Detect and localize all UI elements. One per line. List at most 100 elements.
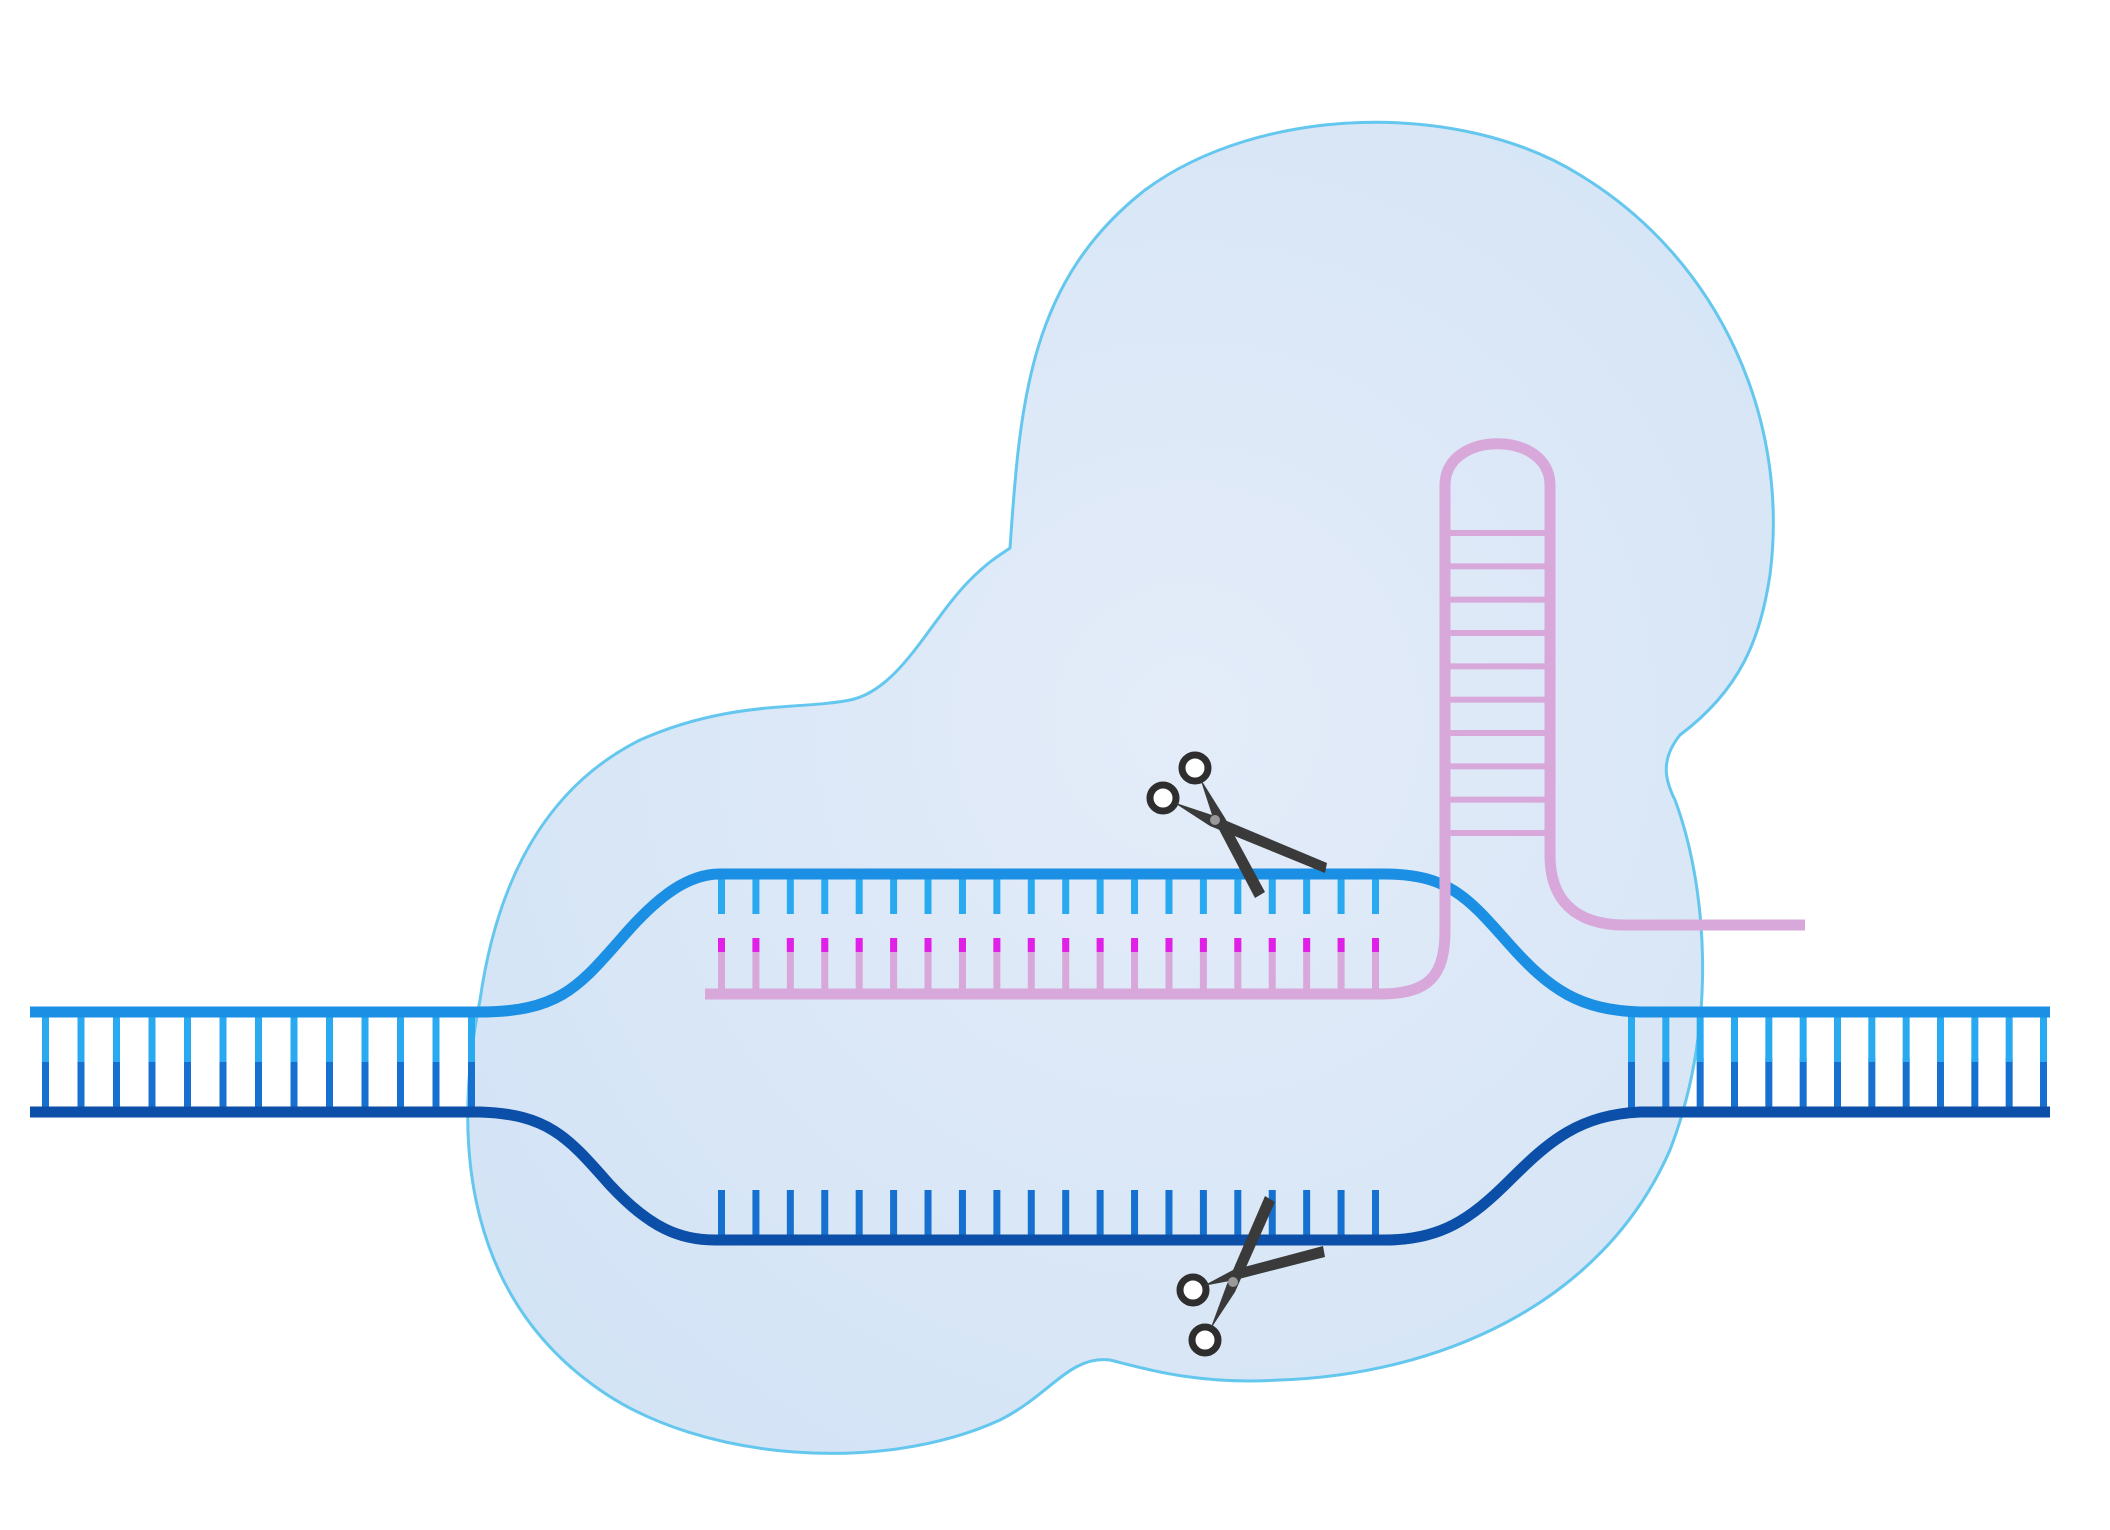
base-displaced: [786, 1190, 794, 1236]
base-grna: [924, 938, 932, 990]
base-target: [1199, 878, 1207, 914]
base-grna: [1234, 938, 1242, 990]
stem-base-pair: [1450, 596, 1545, 603]
base-grna: [1131, 938, 1139, 990]
base-top: [2005, 1016, 2013, 1062]
base-top: [432, 1016, 440, 1062]
base-top: [1799, 1016, 1807, 1062]
scissors-icon-bottom: [1176, 1196, 1325, 1357]
base-target: [1234, 878, 1242, 914]
base-pairing: [1131, 938, 1139, 952]
base-pairing: [1337, 938, 1345, 952]
base-target: [1268, 878, 1276, 914]
base-top: [1662, 1016, 1670, 1062]
base-pairing: [1062, 938, 1070, 952]
base-top: [1628, 1016, 1635, 1062]
base-target: [924, 878, 932, 914]
stem-base-pair: [1450, 563, 1545, 570]
base-grna: [1268, 938, 1276, 990]
base-bottom: [1731, 1058, 1738, 1108]
base-bottom: [1765, 1058, 1773, 1108]
base-bottom: [77, 1058, 85, 1108]
guide-rna-bases: [718, 938, 1379, 990]
base-grna: [993, 938, 1001, 990]
base-bottom: [2040, 1058, 2047, 1108]
base-bottom: [184, 1058, 191, 1108]
base-top: [1868, 1016, 1876, 1062]
base-bottom: [290, 1058, 298, 1108]
base-bottom: [1937, 1058, 1944, 1108]
base-bottom: [1868, 1058, 1876, 1108]
base-target: [1372, 878, 1379, 914]
base-target: [958, 878, 966, 914]
base-top: [1696, 1016, 1704, 1062]
base-pairing: [993, 938, 1001, 952]
base-bottom: [219, 1058, 227, 1108]
base-pairing: [821, 938, 829, 952]
base-displaced: [1337, 1190, 1345, 1236]
base-top: [1731, 1016, 1738, 1062]
base-target: [752, 878, 760, 914]
base-displaced: [993, 1190, 1001, 1236]
base-bottom: [1971, 1058, 1979, 1108]
base-grna: [855, 938, 863, 990]
base-bottom: [42, 1058, 49, 1108]
base-target: [821, 878, 829, 914]
base-displaced: [1131, 1190, 1139, 1236]
base-target: [855, 878, 863, 914]
base-bottom: [113, 1058, 120, 1108]
base-grna: [1165, 938, 1173, 990]
cas9-protein: [466, 120, 1775, 1455]
base-grna: [786, 938, 794, 990]
base-pairing: [1303, 938, 1311, 952]
base-grna: [718, 938, 725, 990]
base-target: [1096, 878, 1104, 914]
stem-base-pair: [1450, 663, 1545, 670]
base-top: [184, 1016, 191, 1062]
base-pairing: [1372, 938, 1379, 952]
base-top: [219, 1016, 227, 1062]
base-displaced: [855, 1190, 863, 1236]
base-displaced: [1234, 1190, 1242, 1236]
base-pairing: [924, 938, 932, 952]
base-target: [1131, 878, 1139, 914]
base-pairing: [786, 938, 794, 952]
stem-base-pair: [1450, 796, 1545, 803]
base-bottom: [1834, 1058, 1841, 1108]
base-grna: [1303, 938, 1311, 990]
base-displaced: [1027, 1190, 1035, 1236]
base-top: [255, 1016, 262, 1062]
base-target: [1027, 878, 1035, 914]
stem-base-pair: [1450, 763, 1545, 770]
base-displaced: [1199, 1190, 1207, 1236]
base-pairing: [890, 938, 898, 952]
base-pairing: [855, 938, 863, 952]
stem-base-pair: [1450, 630, 1545, 636]
base-target: [1337, 878, 1345, 914]
base-bottom: [1799, 1058, 1807, 1108]
base-displaced: [718, 1190, 725, 1236]
base-target: [890, 878, 898, 914]
guide-rna-stem-bases: [1450, 530, 1545, 836]
base-pairing: [1165, 938, 1173, 952]
base-displaced: [958, 1190, 966, 1236]
guide-rna: [705, 438, 1805, 1000]
base-top: [326, 1016, 333, 1062]
stem-base-pair: [1450, 730, 1545, 736]
base-grna: [752, 938, 760, 990]
base-pairing: [1199, 938, 1207, 952]
base-displaced: [1268, 1190, 1276, 1236]
base-bottom: [326, 1058, 333, 1108]
base-target: [1062, 878, 1070, 914]
base-displaced: [890, 1190, 898, 1236]
stem-base-pair: [1450, 696, 1545, 703]
base-grna: [1027, 938, 1035, 990]
base-grna: [1096, 938, 1104, 990]
base-pairing: [1027, 938, 1035, 952]
dna-target-strand: [30, 868, 2050, 1018]
base-bottom: [148, 1058, 156, 1108]
base-grna: [1062, 938, 1070, 990]
base-grna: [1199, 938, 1207, 990]
base-top: [1902, 1016, 1910, 1062]
